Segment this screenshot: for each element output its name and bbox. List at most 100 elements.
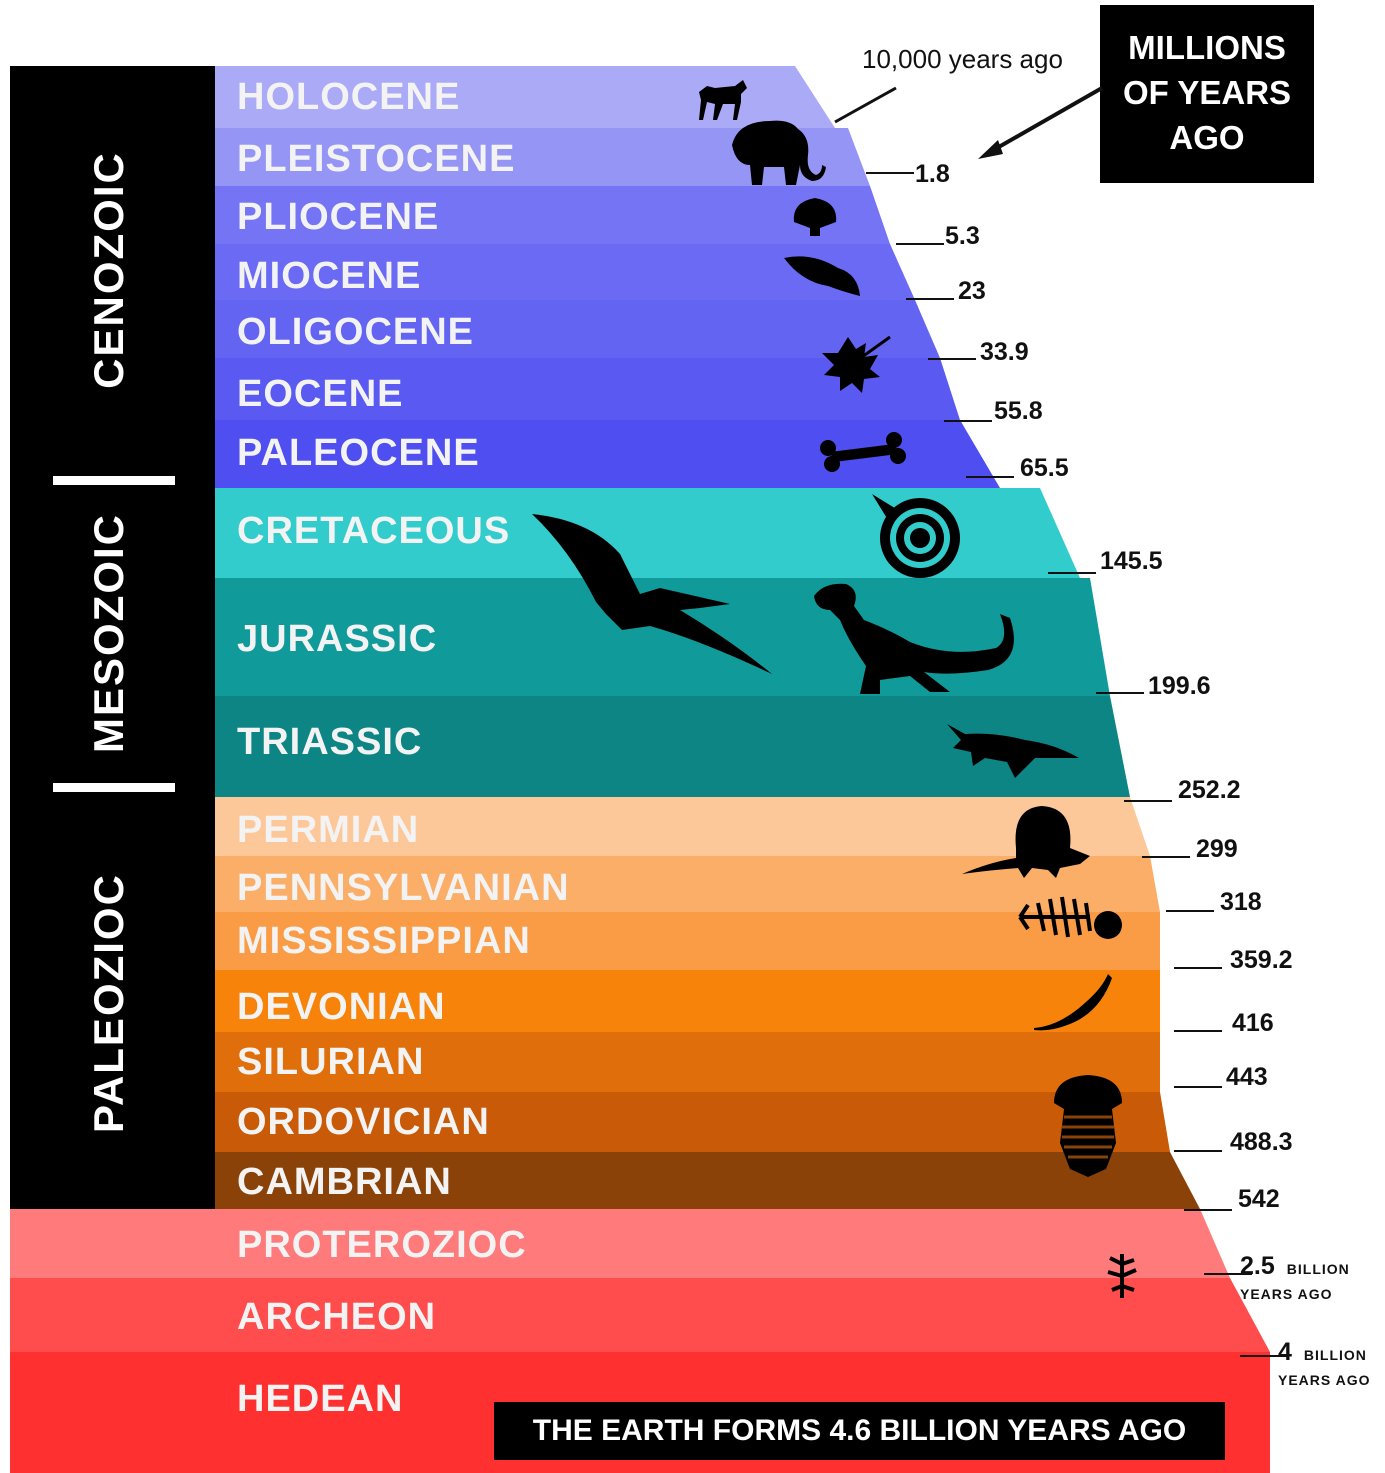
conch-shell-icon (782, 252, 862, 300)
boundary-value: 65.5 (1020, 454, 1069, 483)
period-label: ARCHEON (237, 1296, 436, 1339)
boundary-tick (906, 298, 954, 300)
boundary-tick (1174, 1150, 1222, 1152)
boundary-number: 299 (1196, 835, 1238, 863)
boundary-value: 318 (1220, 888, 1262, 917)
boundary-value: 55.8 (994, 397, 1043, 426)
dimetrodon-icon (960, 804, 1095, 878)
boundary-number: 55.8 (994, 397, 1043, 425)
boundary-number: 252.2 (1178, 776, 1241, 804)
boundary-number: 359.2 (1230, 946, 1293, 974)
boundary-tick (1048, 572, 1096, 574)
period-label: PROTEROZIOC (237, 1224, 527, 1267)
boundary-tick (1174, 1086, 1222, 1088)
period-label: PLEISTOCENE (237, 138, 515, 181)
period-label: EOCENE (237, 373, 403, 416)
boundary-value: 252.2 (1178, 776, 1241, 805)
period-label: PENNSYLVANIAN (237, 867, 570, 910)
period-label: ORDOVICIAN (237, 1101, 490, 1144)
boundary-tick (944, 420, 992, 422)
boundary-value: 359.2 (1230, 946, 1293, 975)
period-label: SILURIAN (237, 1041, 424, 1084)
legend-arrow-line (990, 88, 1102, 152)
boundary-number: 33.9 (980, 338, 1029, 366)
period-label: HEDEAN (237, 1378, 403, 1421)
boundary-number: 65.5 (1020, 454, 1069, 482)
t-rex-icon (810, 580, 1016, 696)
pointer-lines (820, 80, 1110, 180)
boundary-number: 416 (1232, 1009, 1274, 1037)
ichthyosaur-icon (945, 718, 1080, 780)
boundary-tick (1166, 910, 1214, 912)
pterosaur-icon (530, 510, 775, 675)
boundary-tick (896, 243, 944, 245)
boundary-value: 443 (1226, 1063, 1268, 1092)
leaf-icon (818, 333, 892, 399)
era-label-mesozoic: MESOZOIC (85, 493, 135, 773)
era-label-paleozoic: PALEOZIOC (85, 863, 135, 1143)
boundary-number: 23 (958, 277, 986, 305)
period-label: JURASSIC (237, 618, 437, 661)
boundary-tick (1096, 692, 1144, 694)
period-label: PALEOCENE (237, 432, 480, 475)
boundary-number: 488.3 (1230, 1128, 1293, 1156)
era-divider (53, 783, 175, 792)
period-label: CRETACEOUS (237, 510, 510, 553)
boundary-tick (928, 358, 976, 360)
mammoth-icon (726, 115, 826, 187)
boundary-number: 318 (1220, 888, 1262, 916)
period-label: DEVONIAN (237, 986, 446, 1029)
period-label: MISSISSIPPIAN (237, 920, 531, 963)
era-divider (53, 476, 175, 485)
fish-skeleton-icon (1018, 893, 1124, 943)
period-label: CAMBRIAN (237, 1161, 452, 1204)
recent-pointer-line (835, 88, 896, 122)
scallop-shell-icon (790, 196, 840, 238)
era-label-cenozoic: CENOZOIC (85, 130, 135, 410)
units-legend: MILLIONS OF YEARS AGO (1100, 5, 1314, 183)
period-label: MIOCENE (237, 255, 421, 298)
boundary-number: 4 (1278, 1338, 1292, 1366)
boundary-number: 199.6 (1148, 672, 1211, 700)
boundary-tick (1174, 967, 1222, 969)
boundary-value: 299 (1196, 835, 1238, 864)
boundary-tick (1124, 800, 1172, 802)
bone-icon (818, 430, 906, 474)
boundary-tick (966, 476, 1014, 478)
earth-forms-banner: THE EARTH FORMS 4.6 BILLION YEARS AGO (494, 1402, 1225, 1460)
boundary-value: 542 (1238, 1185, 1280, 1214)
legend-line: OF YEARS (1100, 70, 1314, 115)
boundary-number: 5.3 (945, 222, 980, 250)
boundary-number: 145.5 (1100, 547, 1163, 575)
boundary-number: 542 (1238, 1185, 1280, 1213)
period-label: TRIASSIC (237, 721, 422, 764)
trilobite-icon (1050, 1073, 1126, 1177)
legend-line: MILLIONS (1100, 25, 1314, 70)
period-band (10, 1278, 1270, 1352)
boundary-value: 23 (958, 277, 986, 306)
boundary-value: 488.3 (1230, 1128, 1293, 1157)
worm-icon (1030, 972, 1112, 1032)
ammonite-icon (868, 490, 966, 582)
period-label: OLIGOCENE (237, 311, 474, 354)
algae-icon (1102, 1250, 1142, 1300)
boundary-value: 5.3 (945, 222, 980, 251)
period-band (10, 1209, 1230, 1278)
recent-label: 10,000 years ago (862, 44, 1063, 75)
boundary-value: 199.6 (1148, 672, 1211, 701)
boundary-value: 145.5 (1100, 547, 1163, 576)
legend-arrow-head (978, 140, 1003, 159)
boundary-value: 416 (1232, 1009, 1274, 1038)
boundary-subunit: YEARS AGO (1278, 1372, 1371, 1388)
boundary-tick (1142, 856, 1190, 858)
period-label: PLIOCENE (237, 196, 439, 239)
boundary-number: 443 (1226, 1063, 1268, 1091)
boundary-value: 33.9 (980, 338, 1029, 367)
boundary-tick (1174, 1030, 1222, 1032)
legend-line: AGO (1100, 115, 1314, 160)
boundary-unit: BILLION (1287, 1261, 1350, 1277)
boundary-subunit: YEARS AGO (1240, 1286, 1333, 1302)
